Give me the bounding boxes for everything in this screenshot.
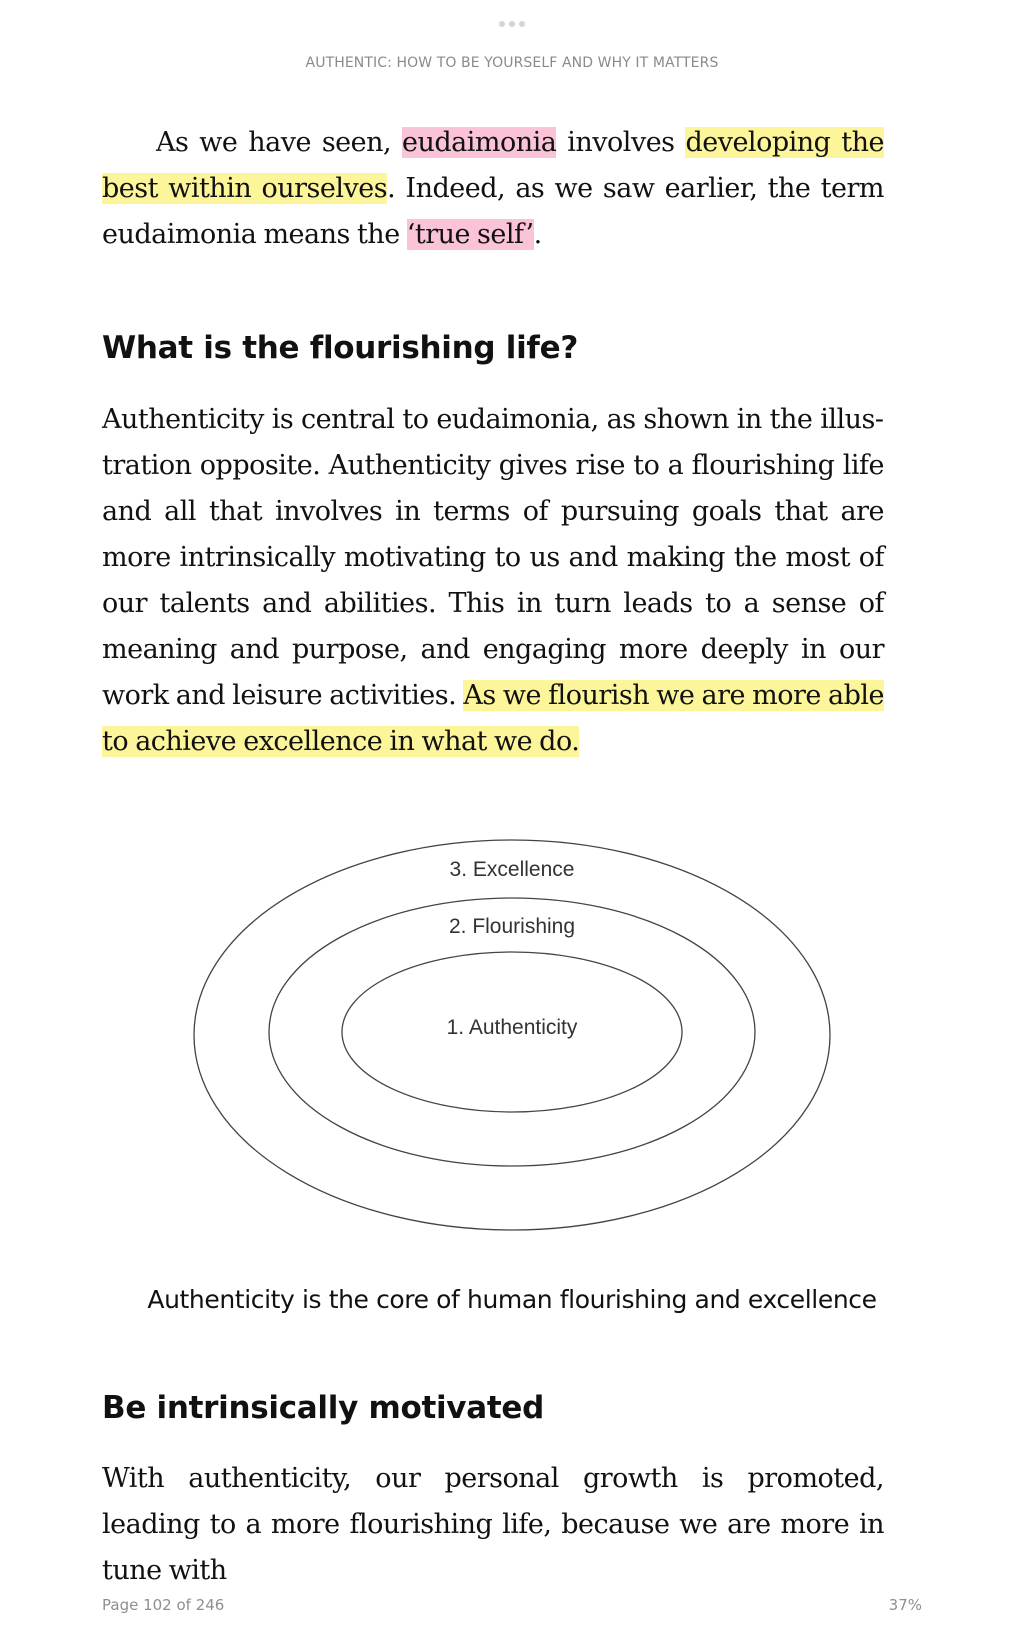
highlight-pink[interactable]: ‘true self’ (406, 219, 534, 250)
label-authenticity: 1. Authenticity (446, 1016, 578, 1039)
ellipses-graphic (193, 839, 831, 1231)
dot-icon (509, 21, 515, 27)
label-excellence: 3. Excellence (449, 858, 575, 881)
reading-progress: 37% (888, 1596, 922, 1614)
paragraph-intro[interactable]: As we have seen, eudaimonia involves dev… (102, 127, 885, 250)
section-heading: Be intrinsically motivated (102, 1390, 544, 1426)
reader-menu-dots[interactable] (0, 14, 1024, 27)
concentric-ellipses-diagram: 3. Excellence 2. Flourishing 1. Authenti… (190, 830, 840, 1240)
book-running-title: AUTHENTIC: HOW TO BE YOURSELF AND WHY IT… (305, 55, 719, 71)
paragraph-flourishing[interactable]: Authenticity is central to eudaimonia, a… (102, 404, 885, 757)
dot-icon (499, 21, 505, 27)
page-location: Page 102 of 246 (102, 1596, 225, 1614)
paragraph-motivated[interactable]: With authenticity, our personal growth i… (102, 1463, 885, 1586)
highlight-pink[interactable]: eudaimonia (402, 127, 557, 158)
dot-icon (519, 21, 525, 27)
figure-caption: Authenticity is the core of human flouri… (147, 1285, 877, 1314)
label-flourishing: 2. Flourishing (448, 915, 576, 938)
section-heading: What is the flourishing life? (102, 330, 579, 366)
